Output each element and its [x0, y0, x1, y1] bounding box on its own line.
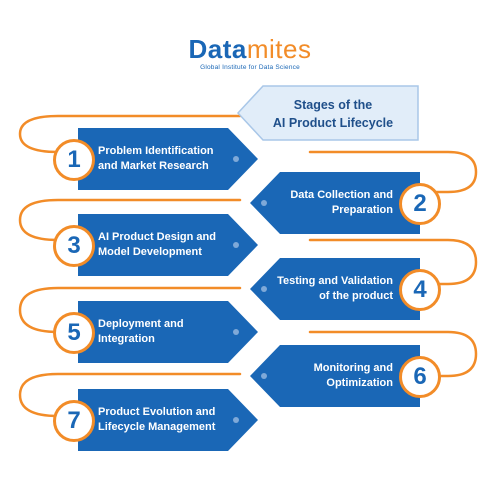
brand-tagline: Global Institute for Data Science: [200, 64, 300, 71]
brand-logo: Datamites Global Institute for Data Scie…: [0, 36, 500, 71]
stage-6-label: Monitoring and Optimization: [314, 361, 393, 391]
stage-2-label-line1: Data Collection and: [290, 189, 393, 201]
stage-3-label: AI Product Design and Model Development: [98, 230, 216, 260]
title-box: [236, 85, 419, 141]
stage-6-label-line1: Monitoring and: [313, 362, 393, 374]
stage-7-number-badge: 7: [53, 400, 95, 442]
stage-5-number-badge: 5: [53, 312, 95, 354]
stage-7-label-line2: Lifecycle Management: [98, 421, 216, 433]
stage-4-box: [250, 258, 420, 320]
stage-3-number-badge: 3: [53, 225, 95, 267]
stage-2-connector-dot: [261, 200, 267, 206]
stage-4-number-badge: 4: [399, 269, 441, 311]
stage-1-box: [78, 128, 258, 190]
diagram-title: Stages of the AI Product Lifecycle: [248, 96, 418, 132]
stage-6-box: [250, 345, 420, 407]
stage-6-label-line2: Optimization: [326, 377, 393, 389]
stage-7-label: Product Evolution and Lifecycle Manageme…: [98, 405, 215, 435]
stage-5-label-line2: Integration: [98, 333, 155, 345]
stage-5-label: Deployment and Integration: [98, 317, 184, 347]
brand-name: Datamites: [0, 36, 500, 62]
stage-1-label-line1: Problem Identification: [98, 145, 214, 157]
stage-2-number-badge: 2: [399, 183, 441, 225]
stage-6-number-badge: 6: [399, 356, 441, 398]
connector-path: [18, 114, 478, 418]
stage-2-label-line2: Preparation: [331, 204, 393, 216]
stage-3-box: [78, 214, 258, 276]
stage-3-label-line1: AI Product Design and: [98, 231, 216, 243]
stage-7-box: [78, 389, 258, 451]
brand-name-part2: mites: [246, 34, 312, 64]
stage-7-connector-dot: [233, 417, 239, 423]
stage-2-box: [250, 172, 420, 234]
stage-1-connector-dot: [233, 156, 239, 162]
brand-name-part1: Data: [188, 34, 247, 64]
stage-5-connector-dot: [233, 329, 239, 335]
stage-4-connector-dot: [261, 286, 267, 292]
stage-7-label-line1: Product Evolution and: [98, 406, 216, 418]
stage-1-number-badge: 1: [53, 139, 95, 181]
stage-6-connector-dot: [261, 373, 267, 379]
title-line1: Stages of the: [293, 98, 373, 112]
stage-4-label-line1: Testing and Validation: [277, 275, 393, 287]
stage-3-connector-dot: [233, 242, 239, 248]
stage-4-label-line2: of the product: [319, 290, 393, 302]
stage-4-label: Testing and Validation of the product: [277, 274, 393, 304]
stage-2-label: Data Collection and Preparation: [290, 188, 393, 218]
stage-1-label: Problem Identification and Market Resear…: [98, 144, 214, 174]
stage-5-label-line1: Deployment and: [98, 318, 184, 330]
stage-3-label-line2: Model Development: [98, 246, 202, 258]
stage-1-label-line2: and Market Research: [98, 160, 209, 172]
stage-5-box: [78, 301, 258, 363]
title-line2: AI Product Lifecycle: [272, 116, 394, 130]
